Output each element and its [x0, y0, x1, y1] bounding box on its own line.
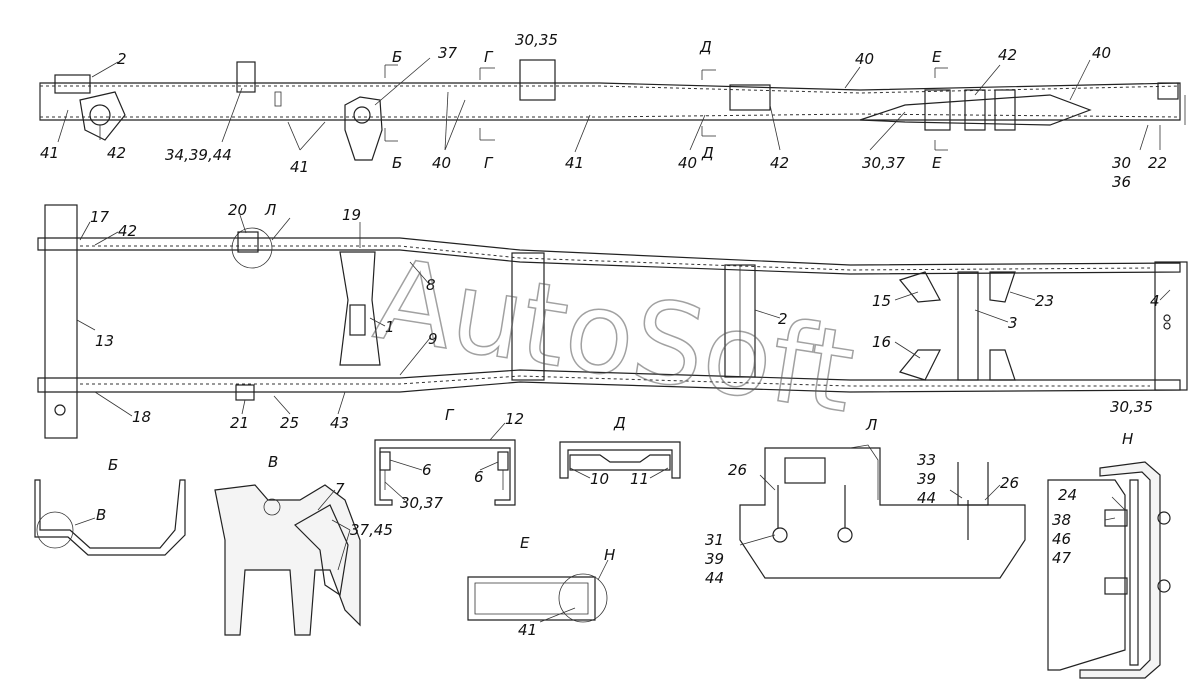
callout-d-2: 11 — [630, 470, 649, 488]
callout-plan-17: 25 — [280, 414, 299, 432]
section-e: Е 41 Н — [467, 534, 615, 639]
callout-plan-15: 18 — [132, 408, 151, 426]
callout-plan-18: 43 — [330, 414, 349, 432]
detail-l-title: Л — [865, 416, 877, 434]
callout-side-12: 40 — [855, 50, 874, 68]
callout-side-11: 42 — [770, 154, 789, 172]
callout-plan-16: 21 — [230, 414, 249, 432]
callout-plan-6: 8 — [426, 276, 436, 294]
callout-side-17: 36 — [1112, 173, 1131, 191]
detail-n: Н 24 38 46 47 — [1047, 430, 1171, 679]
callout-plan-19: 30,35 — [1110, 398, 1153, 416]
section-v: В 7 37,45 — [214, 453, 393, 636]
callout-e-2: Н — [604, 546, 615, 564]
callout-side-14: 42 — [998, 46, 1017, 64]
callout-n-4: 47 — [1052, 549, 1072, 567]
callout-d-1: 10 — [590, 470, 609, 488]
callout-plan-5: 13 — [95, 332, 114, 350]
callout-plan-10: 15 — [872, 292, 891, 310]
callout-plan-3: 20 — [228, 201, 247, 219]
callout-b-1: В — [96, 506, 106, 524]
callout-l-1: 26 — [728, 461, 747, 479]
callout-l-5: 26 — [1000, 474, 1019, 492]
section-d: Д 10 11 — [559, 414, 681, 488]
callout-side-6: 37 — [438, 44, 458, 62]
callout-side-13: 30,37 — [862, 154, 905, 172]
section-g-title: Г — [445, 406, 455, 424]
callout-plan-14: 4 — [1150, 292, 1160, 310]
callout-plan-1: 17 — [90, 208, 110, 226]
section-mark-d-bottom: Д — [701, 144, 714, 162]
detail-mark-l: Л — [264, 201, 276, 219]
callout-l-4: 44 — [917, 489, 936, 507]
callout-side-5: 41 — [290, 158, 309, 176]
callout-g-2: 6 — [422, 461, 432, 479]
section-d-title: Д — [613, 414, 626, 432]
callout-side-4: 34,39,44 — [165, 146, 232, 164]
callout-e-1: 41 — [518, 621, 537, 639]
section-e-title: Е — [520, 534, 530, 552]
callout-plan-4: 19 — [342, 206, 361, 224]
section-mark-b-top: Б — [392, 48, 402, 66]
callout-l-3: 39 — [917, 470, 936, 488]
section-mark-e-top: Е — [932, 48, 942, 66]
plan-view: 17 42 20 19 13 8 1 9 2 15 23 3 16 4 18 2… — [37, 201, 1188, 439]
callout-plan-11: 23 — [1035, 292, 1054, 310]
callout-v-2: 37,45 — [350, 521, 393, 539]
callout-v-1: 7 — [335, 480, 345, 498]
detail-l: Л 26 33 39 44 26 31 39 44 — [705, 416, 1026, 587]
detail-n-title: Н — [1122, 430, 1133, 448]
callout-l-7: 39 — [705, 550, 724, 568]
section-mark-e-bottom: Е — [932, 154, 942, 172]
callout-plan-12: 3 — [1008, 314, 1018, 332]
callout-side-16: 30 — [1112, 154, 1131, 172]
callout-side-9: 41 — [565, 154, 584, 172]
section-b-title: Б — [108, 456, 118, 474]
callout-n-1: 24 — [1058, 486, 1077, 504]
callout-plan-2: 42 — [118, 222, 137, 240]
section-mark-b-bottom: Б — [392, 154, 402, 172]
callout-plan-7: 1 — [385, 318, 395, 336]
callout-side-2: 41 — [40, 144, 59, 162]
callout-g-1: 12 — [505, 410, 524, 428]
callout-side-1: 2 — [117, 50, 127, 68]
callout-l-6: 31 — [705, 531, 724, 549]
callout-plan-9: 2 — [778, 310, 788, 328]
callout-side-15: 40 — [1092, 44, 1111, 62]
callout-side-3: 42 — [107, 144, 126, 162]
callout-n-2: 38 — [1052, 511, 1071, 529]
callout-side-10: 40 — [678, 154, 697, 172]
section-mark-d-top: Д — [699, 38, 712, 56]
callout-n-3: 46 — [1052, 530, 1071, 548]
callout-g-4: 30,37 — [400, 494, 443, 512]
callout-l-2: 33 — [917, 451, 936, 469]
callout-plan-8: 9 — [428, 330, 438, 348]
callout-l-8: 44 — [705, 569, 724, 587]
callout-g-3: 6 — [474, 468, 484, 486]
callout-plan-13: 16 — [872, 333, 891, 351]
section-g: Г 12 6 6 30,37 — [374, 406, 524, 512]
section-mark-g-top: Г — [484, 48, 494, 66]
section-b: Б В — [34, 456, 186, 556]
section-v-title: В — [268, 453, 278, 471]
callout-side-18: 22 — [1148, 154, 1167, 172]
section-mark-g-bottom: Г — [484, 154, 494, 172]
side-view: 2 41 42 34,39,44 41 37 40 30,35 41 40 42… — [39, 31, 1186, 191]
callout-side-8: 30,35 — [515, 31, 558, 49]
callout-side-7: 40 — [432, 154, 451, 172]
